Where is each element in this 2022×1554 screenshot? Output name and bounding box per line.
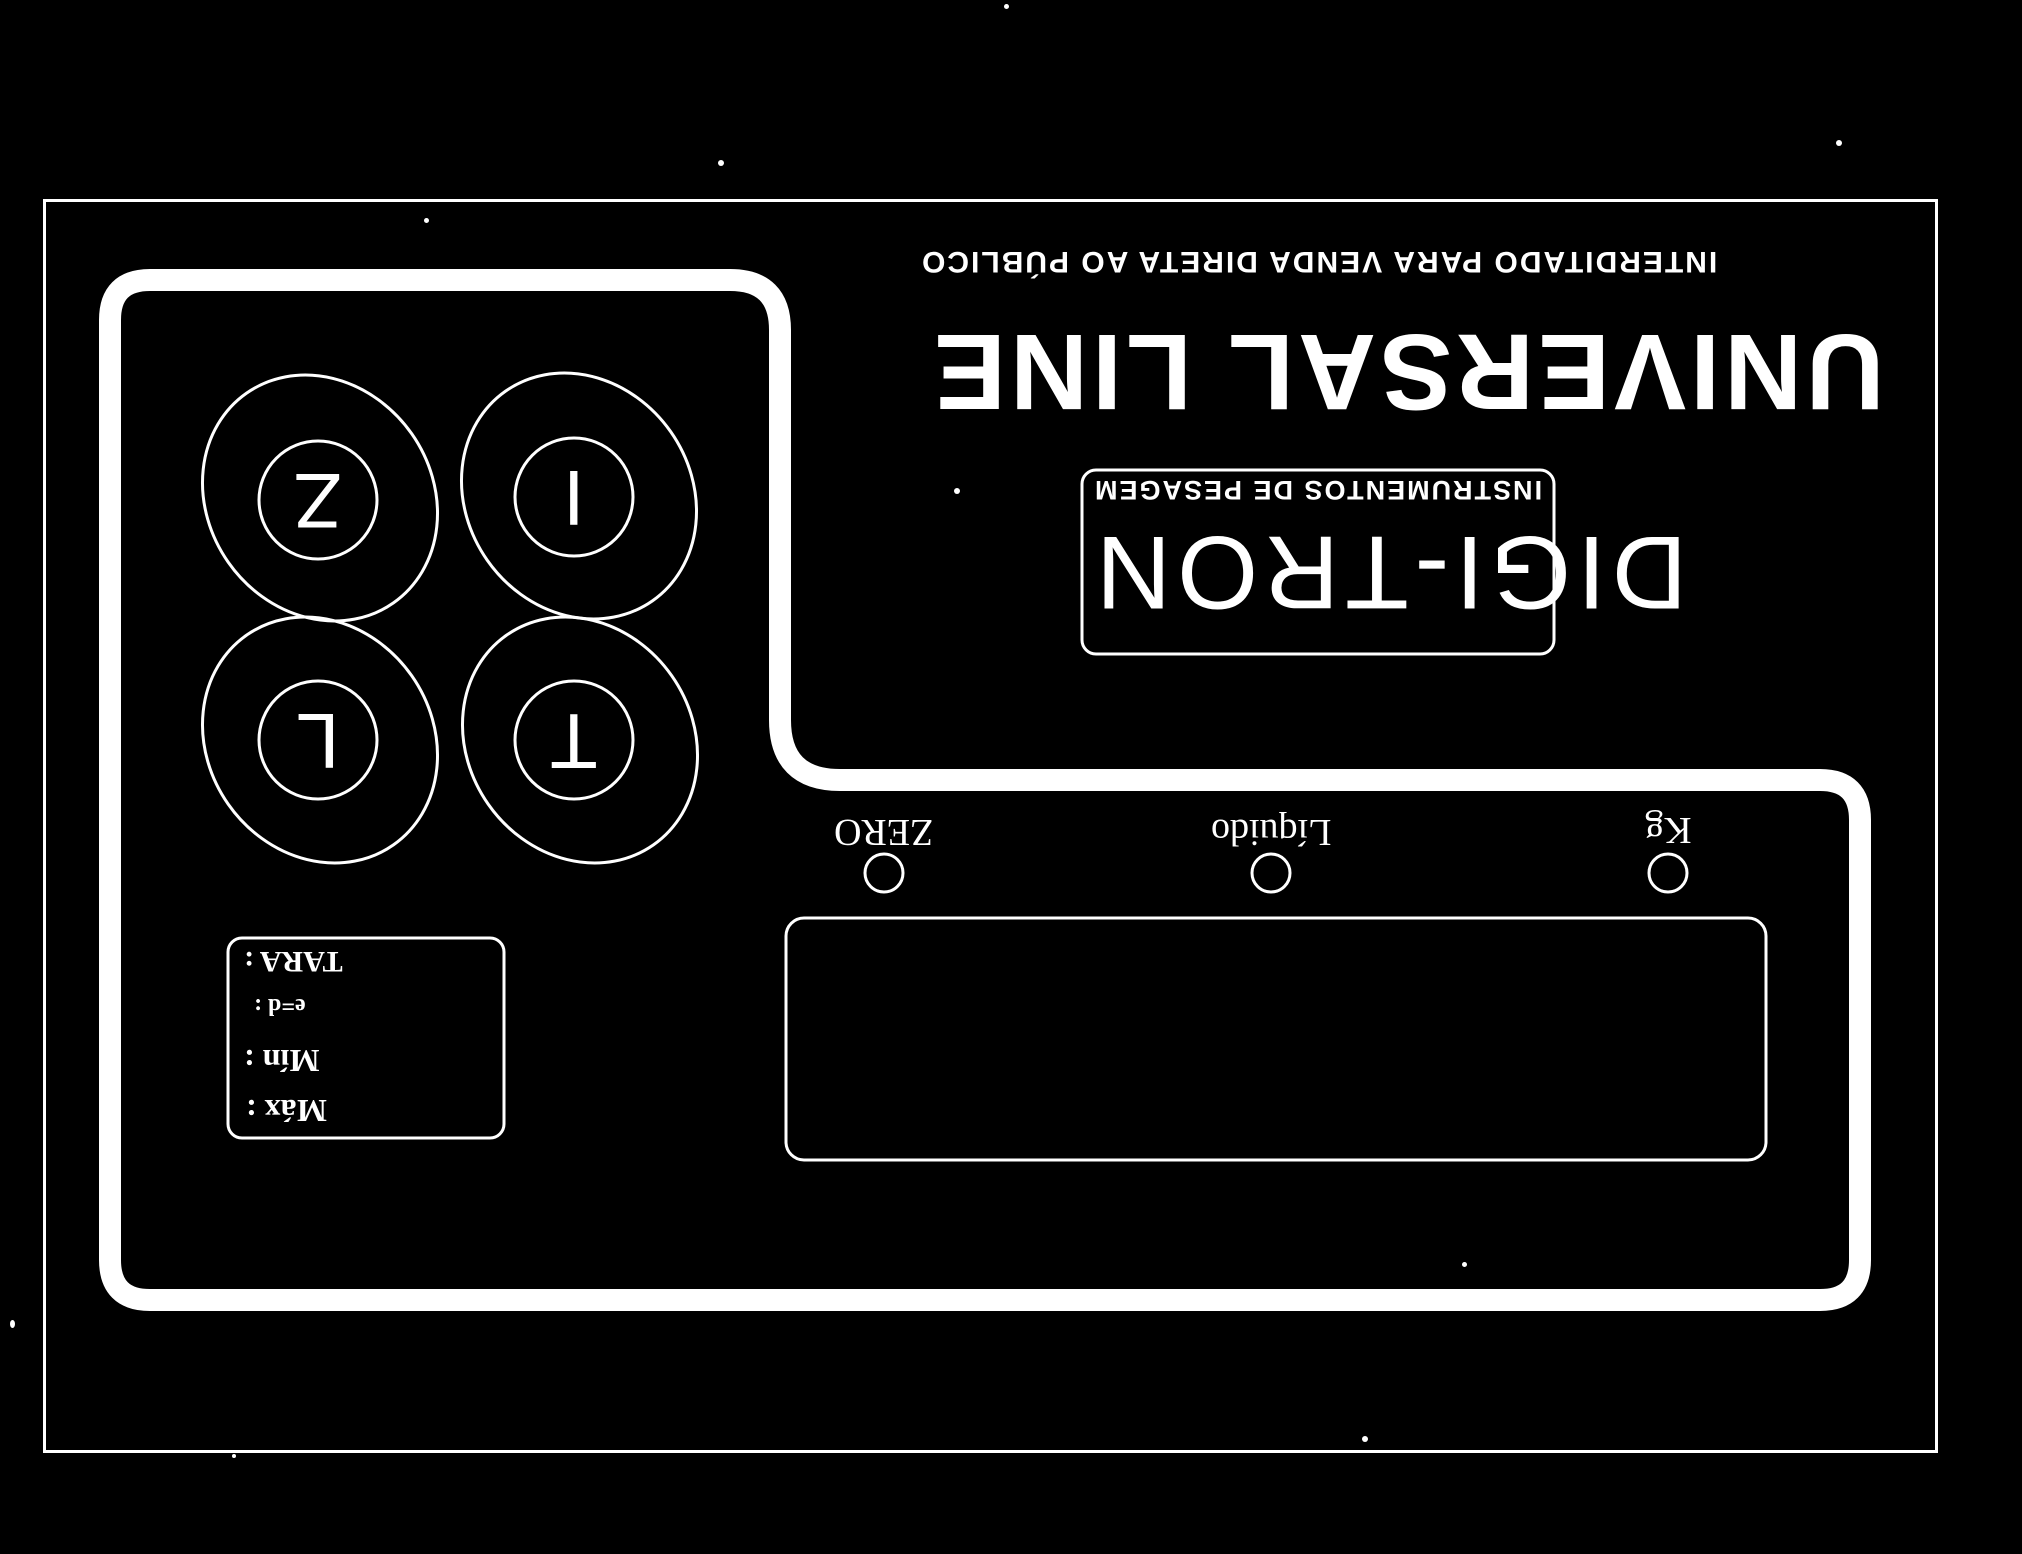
- scan-speck: [424, 218, 429, 223]
- indicator-label-zero: ZERO: [834, 811, 934, 853]
- scan-speck: [1362, 1436, 1368, 1442]
- key-t[interactable]: [415, 571, 745, 909]
- notice-text: INTERDITADO PARA VENDA DIRETA AO PÚBLICO: [920, 245, 1718, 278]
- key-i-label: I: [563, 454, 585, 542]
- scan-speck: [1004, 4, 1009, 9]
- indicator-label-kg: Kg: [1644, 809, 1692, 851]
- indicator-led-zero: [863, 852, 905, 894]
- spec-e-d: e=d :: [254, 993, 306, 1019]
- panel-border: [99, 269, 1871, 1311]
- key-z[interactable]: [155, 329, 485, 667]
- spec-box: [226, 936, 506, 1140]
- key-z-label: Z: [294, 457, 342, 545]
- scan-speck: [1462, 1262, 1467, 1267]
- scan-speck: [718, 160, 724, 166]
- indicator-led-liquido: [1250, 852, 1292, 894]
- spec-max: Máx :: [246, 1093, 327, 1129]
- key-l-label: L: [296, 697, 340, 785]
- brand-box: [1080, 468, 1556, 656]
- key-i[interactable]: [414, 327, 744, 665]
- indicator-led-kg: [1647, 852, 1689, 894]
- display-window: [784, 916, 1768, 1162]
- brand-tagline: INSTRUMENTOS DE PESAGEM: [1093, 475, 1543, 505]
- outer-frame: [43, 199, 1938, 1453]
- key-l[interactable]: [155, 571, 485, 909]
- spec-min: Mín :: [244, 1043, 320, 1079]
- scan-speck: [1836, 140, 1842, 146]
- scan-speck: [954, 488, 960, 494]
- scan-speck: [10, 1320, 15, 1328]
- spec-tara: TARA :: [244, 945, 343, 978]
- indicator-label-liquido: Líquido: [1210, 811, 1332, 853]
- brand-name: DIGI-TRON: [1090, 514, 1688, 630]
- key-t-label: T: [550, 697, 598, 785]
- scan-speck: [232, 1454, 236, 1458]
- model-name: UNIVERSAL LINE: [930, 312, 1885, 433]
